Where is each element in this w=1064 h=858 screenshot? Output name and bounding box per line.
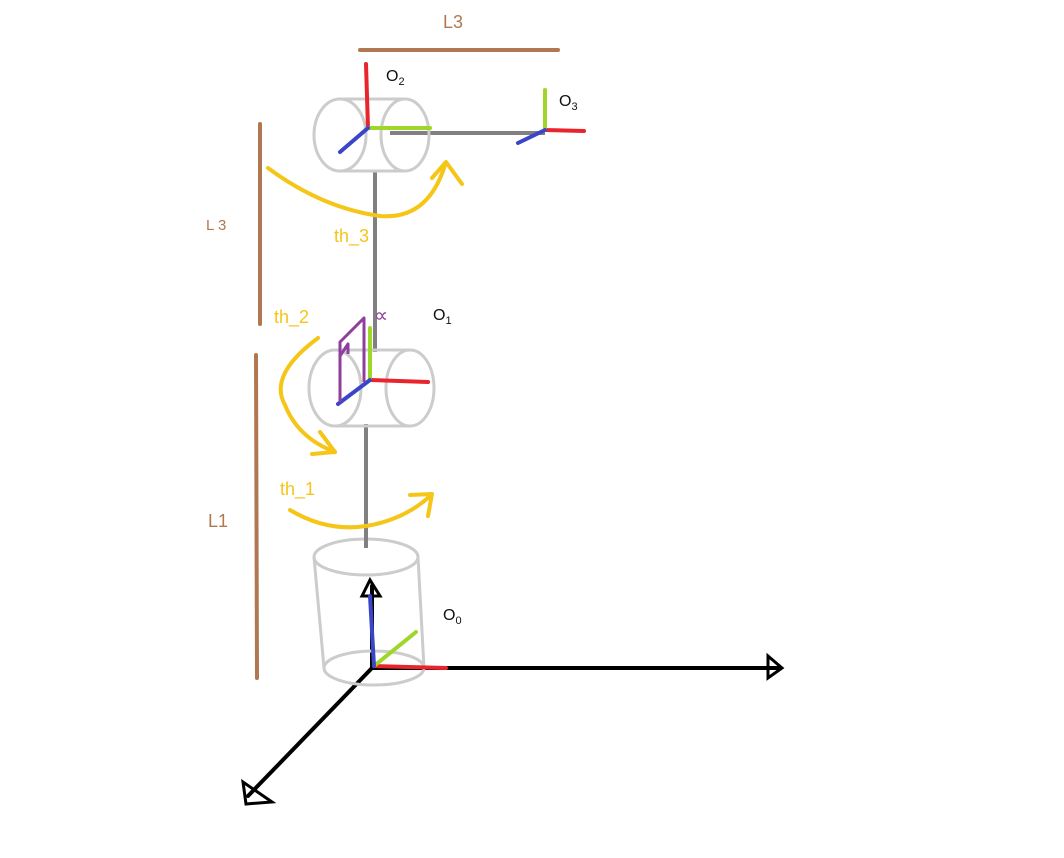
rotation-arrow-th1 bbox=[288, 494, 432, 530]
o0-x-axis bbox=[372, 664, 448, 670]
rotation-arrowhead-th1 bbox=[408, 492, 434, 518]
rotation-arrowhead-th2 bbox=[310, 430, 337, 456]
world-x-arrowhead bbox=[766, 652, 785, 681]
o2-z-axis bbox=[338, 126, 370, 154]
dimension-lines bbox=[254, 48, 560, 680]
label-theta-3: th_3 bbox=[334, 226, 369, 247]
world-axes bbox=[241, 576, 785, 806]
world-y-axis bbox=[246, 666, 374, 798]
rotation-arrowhead-th3 bbox=[430, 160, 464, 186]
label-alpha: ∝ bbox=[374, 303, 388, 327]
frame-o2-axes bbox=[338, 62, 432, 154]
label-origin-o3: O3 bbox=[559, 93, 578, 113]
label-length-left-upper: L 3 bbox=[206, 217, 226, 234]
rotation-arrow-th2 bbox=[278, 336, 337, 454]
rotation-arrows bbox=[266, 160, 464, 530]
rotation-arrow-th3 bbox=[266, 163, 447, 219]
alpha-twist-marker bbox=[338, 316, 366, 402]
o3-x-axis bbox=[543, 128, 586, 133]
label-origin-o2: O2 bbox=[386, 68, 405, 88]
dimension-line-left-lower bbox=[254, 353, 259, 680]
label-theta-2: th_2 bbox=[274, 307, 309, 328]
label-origin-o1: O1 bbox=[433, 307, 452, 327]
frame-o0-axes bbox=[368, 594, 448, 670]
o0-z-axis bbox=[368, 594, 376, 668]
frame-o1-axes bbox=[336, 326, 430, 406]
frame-o3-axes bbox=[516, 88, 586, 145]
o1-x-axis bbox=[368, 378, 430, 384]
links bbox=[364, 131, 545, 548]
world-y-arrowhead bbox=[241, 778, 277, 806]
label-theta-1: th_1 bbox=[280, 479, 315, 500]
o1-z-axis bbox=[336, 378, 372, 406]
o0-y-axis bbox=[372, 630, 418, 668]
label-origin-o0: O0 bbox=[443, 607, 462, 627]
o3-z-axis bbox=[516, 128, 547, 145]
o2-x-axis bbox=[364, 62, 370, 130]
label-length-left-lower: L1 bbox=[208, 511, 228, 531]
label-length-top: L3 bbox=[443, 12, 463, 32]
joint-2-cylinder bbox=[312, 97, 431, 173]
